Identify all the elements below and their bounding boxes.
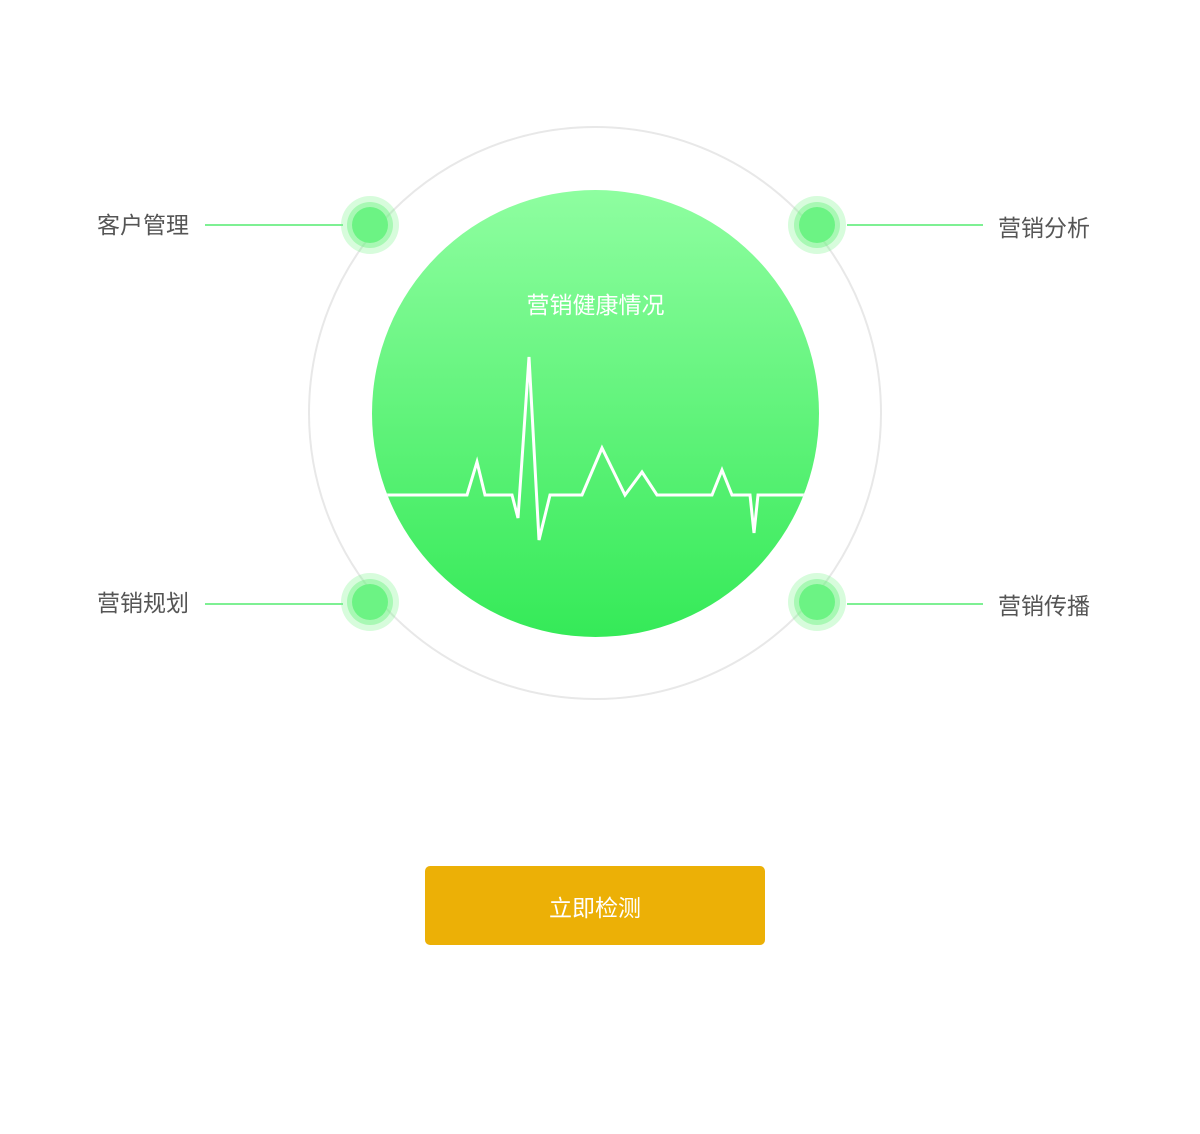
- connector-top-right: [847, 224, 983, 226]
- node-top-right-icon[interactable]: [788, 196, 846, 254]
- detect-now-button[interactable]: 立即检测: [425, 866, 765, 945]
- label-marketing-analysis[interactable]: 营销分析: [998, 216, 1090, 242]
- outer-ring: [308, 126, 882, 700]
- connector-bottom-right: [847, 603, 983, 605]
- node-bottom-left-icon[interactable]: [341, 573, 399, 631]
- connector-top-left: [205, 224, 343, 226]
- node-top-left-icon[interactable]: [341, 196, 399, 254]
- label-customer-management[interactable]: 客户管理: [97, 213, 189, 239]
- label-marketing-communication[interactable]: 营销传播: [998, 594, 1090, 620]
- label-marketing-planning[interactable]: 营销规划: [97, 591, 189, 617]
- connector-bottom-left: [205, 603, 343, 605]
- health-title: 营销健康情况: [526, 293, 665, 319]
- node-bottom-right-icon[interactable]: [788, 573, 846, 631]
- health-status-circle: 营销健康情况: [372, 190, 819, 637]
- heartbeat-line-icon: [372, 356, 819, 541]
